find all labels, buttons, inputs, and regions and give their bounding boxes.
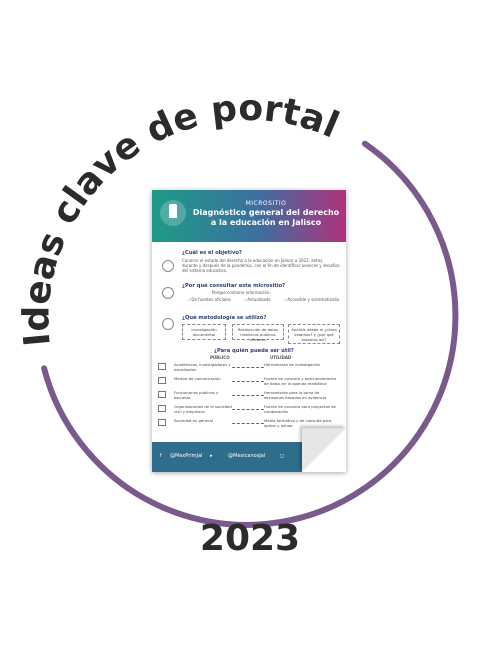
why-subtext: Porque contiene información:: [212, 290, 271, 295]
audience-col-left: PÚBLICO: [210, 355, 230, 360]
audience-heading: ¿Para quién puede ser útil?: [214, 348, 294, 354]
page-curl: [302, 428, 346, 472]
why-item-3: ✓Accesible y sistematizada: [284, 297, 339, 302]
audience-row: Organizaciones de la sociedad civil y em…: [158, 404, 340, 414]
building-icon: [158, 391, 166, 398]
method-box-2: Recolección de datos históricos públicos…: [232, 324, 284, 342]
megaphone-icon: [158, 377, 166, 384]
target-icon: [162, 260, 174, 272]
poster-subtitle: MICROSITIO: [245, 200, 287, 207]
audience-row: Funcionarios públicos y escuelas Herrami…: [158, 390, 340, 400]
method-box-3: Análisis desde el ¿cómo estamos? y ¿por …: [288, 324, 340, 344]
magnifier-icon: [162, 318, 174, 330]
poster-title-line2: a la educación en Jalisco: [210, 218, 322, 227]
ring-arc: [41, 140, 459, 528]
laptop-icon: [162, 287, 174, 299]
footer-handle-2: @MexicanosJal: [228, 453, 266, 459]
objective-heading: ¿Cuál es el objetivo?: [182, 250, 242, 256]
why-item-1: ✓De fuentes oficiales: [188, 297, 231, 302]
footer-handle-1: @MexPrimJal: [170, 453, 203, 459]
poster-title: Diagnóstico general del derecho a la edu…: [192, 208, 340, 228]
audience-col-right: UTILIDAD: [270, 355, 292, 360]
community-icon: [158, 419, 166, 426]
twitter-icon: ▸: [210, 453, 213, 459]
objective-text: Conocer el estado del derecho a la educa…: [182, 258, 340, 273]
year-label: 2023: [199, 518, 301, 559]
method-box-1: Investigación documental: [182, 324, 226, 340]
audience-row: Sociedad en general Medio formativo y de…: [158, 418, 340, 428]
book-icon: [158, 363, 166, 370]
people-icon: [158, 405, 166, 412]
why-item-2: ✓Actualizada: [244, 297, 271, 302]
poster-title-line1: Diagnóstico general del derecho: [192, 208, 340, 217]
poster-thumbnail: MICROSITIO Diagnóstico general del derec…: [152, 190, 346, 472]
audience-row: Académicos, investigadores y estudiantes…: [158, 362, 340, 372]
poster-header: MICROSITIO Diagnóstico general del derec…: [152, 190, 346, 242]
facebook-icon: f: [160, 453, 162, 459]
logo-mark-icon: [169, 204, 177, 218]
why-heading: ¿Por qué consultar este micrositio?: [182, 283, 286, 289]
instagram-icon: ◻: [280, 453, 285, 459]
audience-row: Medios de comunicación Fuente de consult…: [158, 376, 340, 386]
method-heading: ¿Qué metodología se utilizó?: [182, 315, 267, 321]
